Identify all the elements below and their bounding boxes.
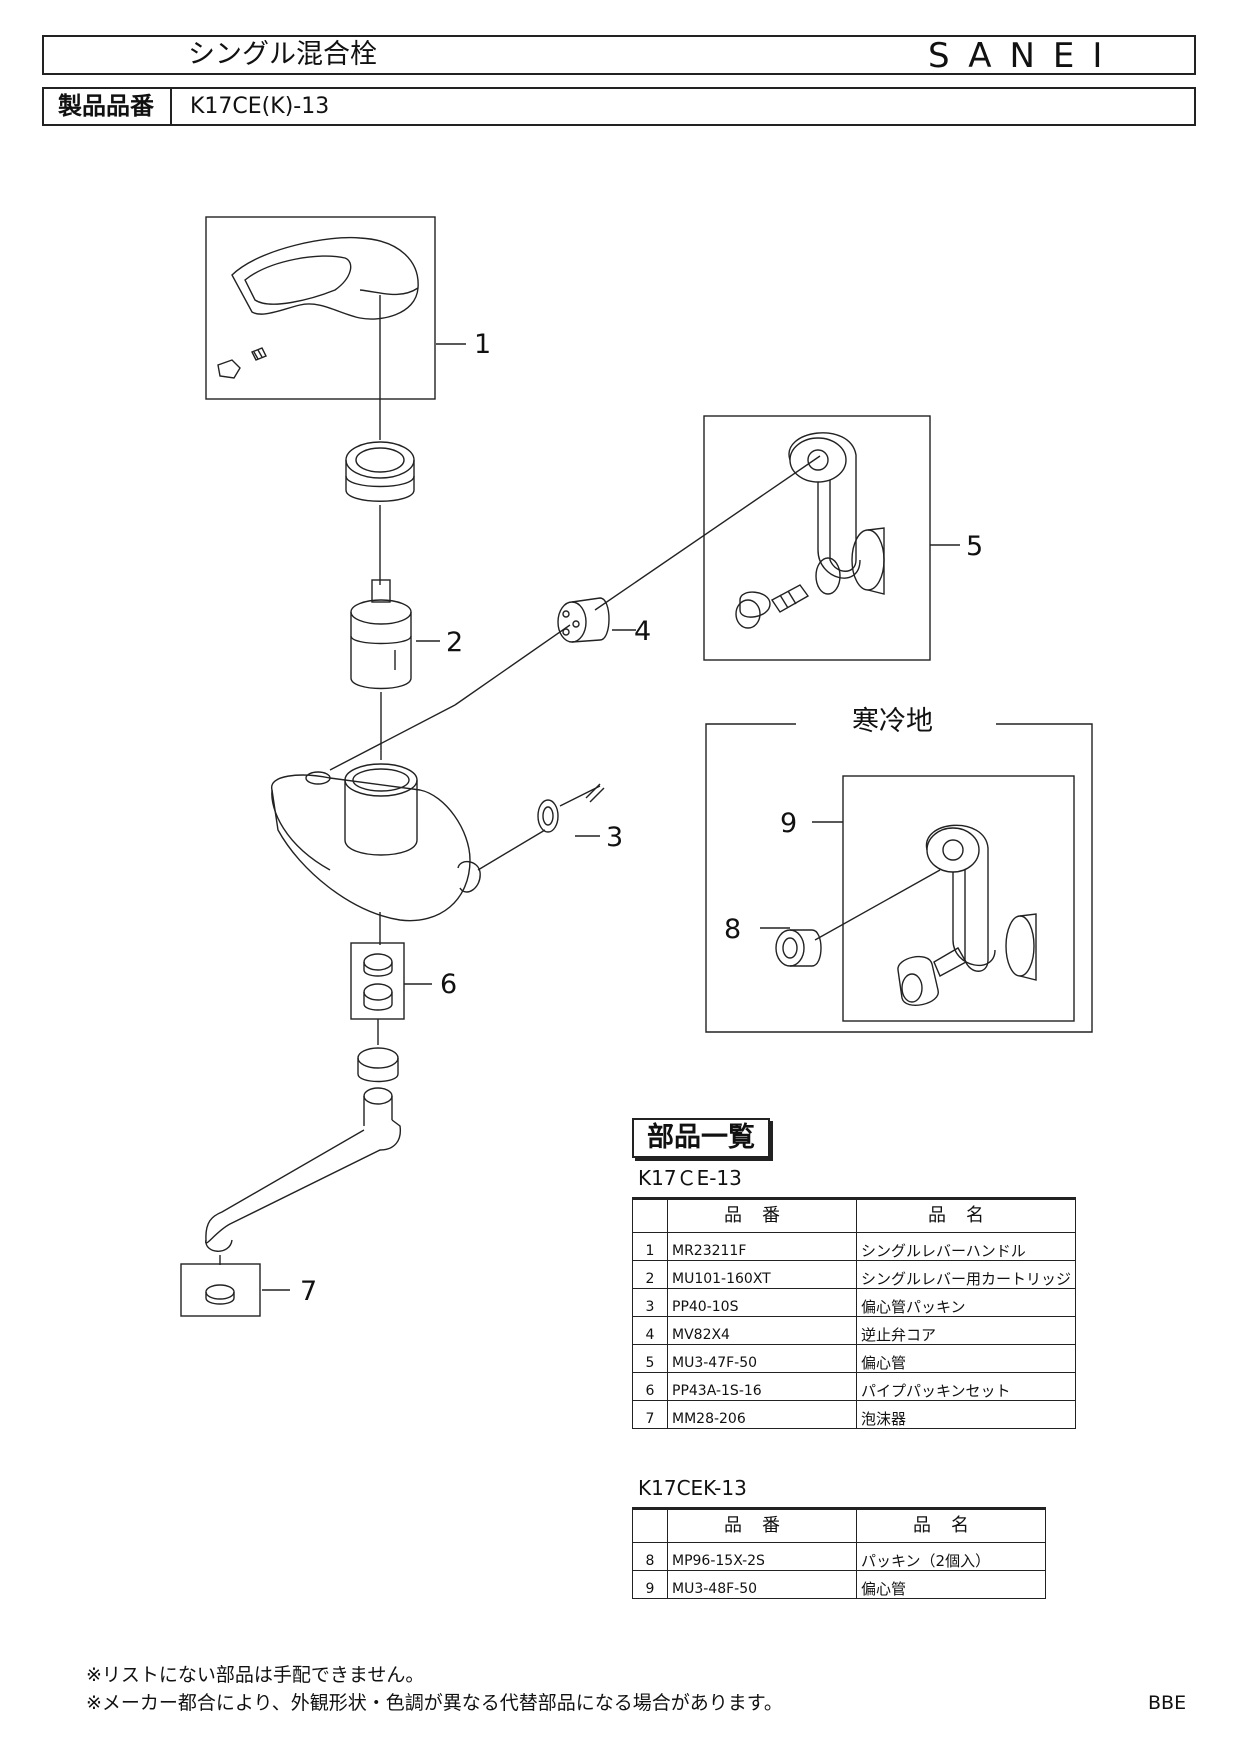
part-no: 4 — [632, 1316, 668, 1345]
col-no — [632, 1197, 668, 1233]
header-divider — [170, 87, 172, 126]
faucet-body-icon — [271, 763, 546, 922]
part-name: パイプパッキンセット — [855, 1372, 1077, 1401]
part-name: シングルレバーハンドル — [855, 1232, 1077, 1261]
cartridge-icon — [350, 579, 412, 690]
part-number: MU3-47F-50 — [667, 1344, 857, 1373]
eccentric-pipe-box — [703, 415, 931, 661]
check-valve-icon — [557, 597, 610, 643]
part-no: 3 — [632, 1288, 668, 1317]
part-name: 偏心管 — [856, 1570, 1046, 1599]
aerator-box — [180, 1263, 261, 1317]
part-name: 偏心管 — [855, 1344, 1077, 1373]
header-code-row — [42, 87, 1196, 126]
part-no: 5 — [632, 1344, 668, 1373]
product-code: K17CE(K)-13 — [190, 94, 330, 119]
part-name: 偏心管パッキン — [855, 1288, 1077, 1317]
cold-eccentric-pipe-icon — [897, 824, 1037, 1006]
part-no: 1 — [632, 1232, 668, 1261]
part-number: MU101-160XT — [667, 1260, 857, 1289]
part-number: MV82X4 — [667, 1316, 857, 1345]
part-name: パッキン（2個入） — [856, 1542, 1046, 1571]
pipe-packing-icon — [363, 953, 393, 1011]
part-no: 8 — [632, 1542, 668, 1571]
cap-nut-icon — [345, 441, 415, 502]
part-number: MR23211F — [667, 1232, 857, 1261]
part-number: MU3-48F-50 — [667, 1570, 857, 1599]
part-number: MM28-206 — [667, 1400, 857, 1429]
part-number: MP96-15X-2S — [667, 1542, 857, 1571]
product-title: シングル混合栓 — [188, 39, 377, 70]
product-code-label: 製品品番 — [58, 92, 154, 120]
callout-2: 2 — [446, 627, 463, 658]
table1-model: K17ＣE-13 — [638, 1166, 742, 1190]
footer-note-2: ※メーカー都合により、外観形状・色調が異なる代替部品になる場合があります。 — [86, 1692, 783, 1714]
packing-ring-icon — [537, 783, 605, 833]
header-title-row — [42, 35, 1196, 75]
callout-1: 1 — [474, 329, 491, 360]
col-part-name: 品名 — [856, 1507, 1046, 1543]
lever-handle-icon — [231, 236, 419, 320]
part-name: シングルレバー用カートリッジ — [855, 1260, 1077, 1289]
eccentric-pipe-icon — [735, 432, 885, 629]
callout-3: 3 — [606, 822, 623, 853]
col-no — [632, 1507, 668, 1543]
part-no: 9 — [632, 1570, 668, 1599]
handle-box — [205, 216, 436, 400]
part-number: PP40-10S — [667, 1288, 857, 1317]
part-no: 6 — [632, 1372, 668, 1401]
document-code: BBE — [1148, 1692, 1187, 1714]
col-part-name: 品名 — [855, 1197, 1077, 1233]
brand-logo: SANEI — [928, 36, 1121, 76]
part-name: 逆止弁コア — [855, 1316, 1077, 1345]
callout-5: 5 — [966, 531, 983, 562]
part-no: 7 — [632, 1400, 668, 1429]
callout-9: 9 — [780, 808, 797, 839]
callout-7: 7 — [300, 1276, 317, 1307]
part-name: 泡沫器 — [855, 1400, 1077, 1429]
spout-icon — [205, 1047, 402, 1252]
footer-note-1: ※リストにない部品は手配できません。 — [86, 1664, 425, 1686]
col-part-number: 品番 — [667, 1507, 857, 1543]
cold-packing-icon — [775, 929, 822, 967]
parts-list-title: 部品一覧 — [632, 1118, 770, 1158]
set-screw-icon — [217, 347, 267, 379]
table2-model: K17CEK-13 — [638, 1476, 747, 1500]
part-no: 2 — [632, 1260, 668, 1289]
callout-8: 8 — [724, 914, 741, 945]
aerator-icon — [205, 1284, 235, 1305]
col-part-number: 品番 — [667, 1197, 857, 1233]
callout-4: 4 — [634, 616, 651, 647]
callout-6: 6 — [440, 969, 457, 1000]
cold-eccentric-pipe-box — [842, 775, 1075, 1022]
cold-region-label: 寒冷地 — [852, 706, 933, 737]
cold-region-frame — [705, 723, 1093, 1033]
part-number: PP43A-1S-16 — [667, 1372, 857, 1401]
